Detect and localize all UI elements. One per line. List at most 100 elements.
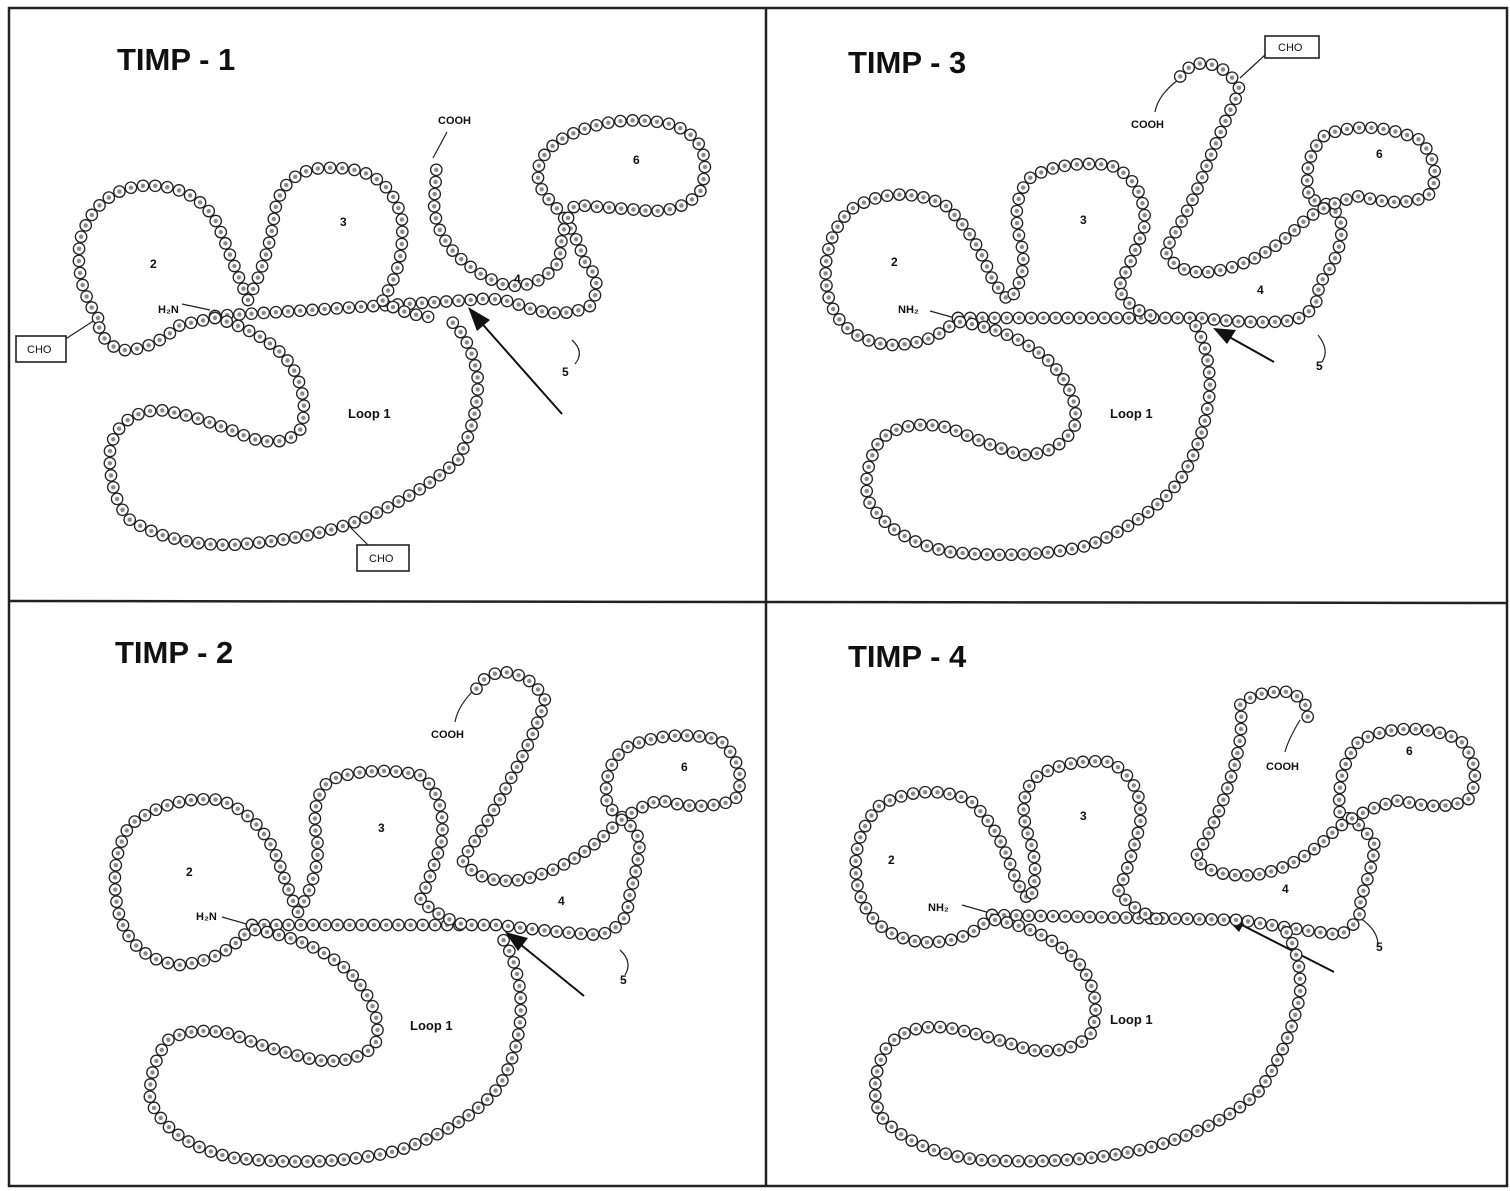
amino-acid-letter-mark bbox=[456, 1120, 460, 1124]
amino-acid-letter-mark bbox=[1092, 996, 1096, 1000]
amino-acid-letter-mark bbox=[1333, 130, 1337, 134]
amino-acid-letter-mark bbox=[439, 839, 443, 843]
amino-acid-letter-mark bbox=[1339, 221, 1343, 225]
amino-acid-letter-mark bbox=[270, 229, 274, 233]
amino-acid-letter-mark bbox=[967, 232, 971, 236]
amino-acid-letter-mark bbox=[1125, 773, 1129, 777]
amino-acid-letter-mark bbox=[159, 1116, 163, 1120]
amino-acid-letter-mark bbox=[640, 805, 644, 809]
amino-acid-letter-mark bbox=[274, 923, 278, 927]
amino-acid-letter-mark bbox=[1275, 1058, 1279, 1062]
amino-acid-letter-mark bbox=[1123, 898, 1127, 902]
amino-acid-letter-mark bbox=[1466, 750, 1470, 754]
amino-acid-letter-mark bbox=[300, 391, 304, 395]
amino-acid-letter-mark bbox=[311, 923, 315, 927]
amino-acid-letter-mark bbox=[505, 670, 509, 674]
amino-acid-letter-mark bbox=[143, 951, 147, 955]
amino-acid-letter-mark bbox=[911, 791, 915, 795]
amino-acid-letter-mark bbox=[675, 802, 679, 806]
amino-acid-letter-mark bbox=[1041, 1159, 1045, 1163]
amino-acid-letter-mark bbox=[952, 213, 956, 217]
amino-acid-letter-mark bbox=[870, 453, 874, 457]
amino-acid-letter-mark bbox=[583, 849, 587, 853]
amino-acid-letter-mark bbox=[998, 839, 1002, 843]
amino-acid-letter-mark bbox=[910, 1138, 914, 1142]
arrow-head bbox=[1213, 328, 1236, 344]
amino-acid-letter-mark bbox=[996, 286, 1000, 290]
amino-acid-letter-mark bbox=[506, 924, 510, 928]
amino-acid-letter-mark bbox=[432, 863, 436, 867]
amino-acid-letter-mark bbox=[84, 223, 88, 227]
amino-acid-letter-mark bbox=[391, 195, 395, 199]
amino-acid-letter-mark bbox=[997, 1038, 1001, 1042]
amino-acid-letter-mark bbox=[126, 418, 130, 422]
amino-acid-letter-mark bbox=[536, 176, 540, 180]
amino-acid-letter-mark bbox=[434, 216, 438, 220]
amino-acid-letter-mark bbox=[1209, 868, 1213, 872]
amino-acid-letter-mark bbox=[1046, 550, 1050, 554]
amino-acid-letter-mark bbox=[1263, 1079, 1267, 1083]
amino-acid-letter-mark bbox=[268, 842, 272, 846]
amino-acid-letter-mark bbox=[1073, 411, 1077, 415]
amino-acid-letter-mark bbox=[165, 185, 169, 189]
amino-acid-letter-mark bbox=[133, 819, 137, 823]
amino-acid-letter-mark bbox=[1193, 324, 1197, 328]
amino-acid-letter-mark bbox=[402, 309, 406, 313]
amino-acid-letter-mark bbox=[873, 1093, 877, 1097]
amino-acid-letter-mark bbox=[588, 304, 592, 308]
amino-acid-letter-mark bbox=[869, 813, 873, 817]
amino-acid-letter-mark bbox=[1200, 316, 1204, 320]
amino-acid-letter-mark bbox=[176, 1133, 180, 1137]
amino-acid-letter-mark bbox=[1257, 872, 1261, 876]
amino-acid-letter-mark bbox=[269, 1159, 273, 1163]
amino-acid-letter-mark bbox=[1132, 842, 1136, 846]
amino-acid-letter-mark bbox=[1349, 751, 1353, 755]
amino-acid-letter-mark bbox=[343, 1058, 347, 1062]
amino-acid-bead-chain bbox=[94, 312, 221, 356]
amino-acid-letter-mark bbox=[1093, 1008, 1097, 1012]
amino-acid-letter-mark bbox=[540, 309, 544, 313]
amino-acid-letter-mark bbox=[1148, 313, 1152, 317]
amino-acid-letter-mark bbox=[1270, 1069, 1274, 1073]
amino-acid-letter-mark bbox=[1116, 765, 1120, 769]
loop-number: 4 bbox=[1257, 283, 1264, 297]
amino-acid-letter-mark bbox=[1455, 801, 1459, 805]
amino-acid-letter-mark bbox=[114, 900, 118, 904]
amino-acid-letter-mark bbox=[1297, 964, 1301, 968]
amino-acid-letter-mark bbox=[1236, 319, 1240, 323]
amino-acid-letter-mark bbox=[293, 1159, 297, 1163]
amino-acid-letter-mark bbox=[461, 859, 465, 863]
amino-acid-letter-mark bbox=[80, 283, 84, 287]
amino-acid-letter-mark bbox=[703, 165, 707, 169]
amino-acid-letter-mark bbox=[1214, 141, 1218, 145]
amino-acid-letter-mark bbox=[867, 465, 871, 469]
amino-acid-letter-mark bbox=[930, 423, 934, 427]
amino-acid-letter-mark bbox=[1012, 292, 1016, 296]
amino-acid-letter-mark bbox=[274, 853, 278, 857]
amino-acid-letter-mark bbox=[408, 923, 412, 927]
amino-acid-letter-mark bbox=[592, 842, 596, 846]
amino-acid-letter-mark bbox=[673, 734, 677, 738]
amino-acid-letter-mark bbox=[1081, 760, 1085, 764]
amino-acid-letter-mark bbox=[108, 449, 112, 453]
amino-acid-letter-mark bbox=[1005, 333, 1009, 337]
amino-acid-letter-mark bbox=[1028, 928, 1032, 932]
amino-acid-letter-mark bbox=[1351, 922, 1355, 926]
amino-acid-letter-mark bbox=[1197, 917, 1201, 921]
amino-acid-letter-mark bbox=[1344, 197, 1348, 201]
amino-acid-letter-mark bbox=[277, 349, 281, 353]
amino-acid-letter-mark bbox=[824, 259, 828, 263]
amino-acid-letter-mark bbox=[421, 923, 425, 927]
amino-acid-letter-mark bbox=[1261, 320, 1265, 324]
amino-acid-letter-mark bbox=[253, 928, 257, 932]
amino-acid-letter-mark bbox=[485, 1097, 489, 1101]
amino-acid-letter-mark bbox=[474, 400, 478, 404]
amino-acid-letter-mark bbox=[1065, 1158, 1069, 1162]
amino-acid-letter-mark bbox=[1178, 74, 1182, 78]
amino-acid-letter-mark bbox=[1163, 316, 1167, 320]
amino-acid-letter-mark bbox=[1008, 862, 1012, 866]
amino-acid-letter-mark bbox=[1154, 917, 1158, 921]
amino-acid-letter-mark bbox=[1087, 162, 1091, 166]
amino-acid-bead-chain bbox=[870, 914, 1306, 1167]
